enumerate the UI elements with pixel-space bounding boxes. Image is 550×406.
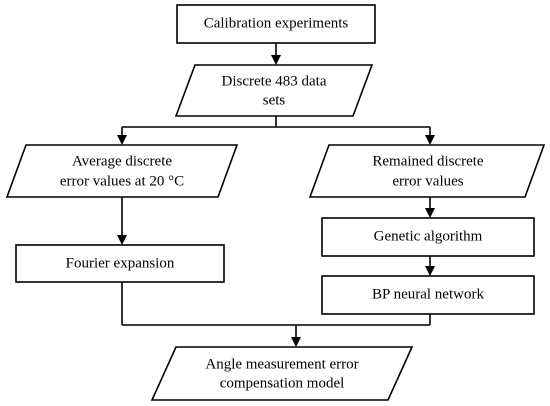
arrowhead-average — [117, 135, 127, 145]
compensation-model-label-line1: Angle measurement error — [205, 356, 358, 372]
bp-network-box — [321, 275, 535, 315]
remained-error-parallelogram — [308, 144, 546, 198]
discrete-data-label-line1: Discrete 483 data — [222, 73, 327, 89]
discrete-data-parallelogram — [174, 64, 374, 117]
node-discrete-data: Discrete 483 data sets — [174, 64, 374, 117]
node-remained-error: Remained discrete error values — [308, 144, 546, 198]
fourier-box — [15, 244, 225, 283]
node-average-error: Average discrete error values at 20 °C — [5, 144, 239, 198]
arrowhead-genetic — [425, 208, 435, 218]
genetic-box — [321, 217, 535, 257]
average-error-label-line1: Average discrete — [72, 153, 172, 169]
arrowhead-model — [291, 337, 301, 347]
calibration-label: Calibration experiments — [204, 15, 349, 31]
remained-error-label-line1: Remained discrete — [372, 153, 484, 169]
bp-network-label: BP neural network — [372, 286, 484, 302]
average-error-label-line2: error values at 20 °C — [60, 173, 184, 189]
arrowhead-remained — [425, 135, 435, 145]
node-fourier: Fourier expansion — [15, 244, 225, 283]
average-error-parallelogram — [5, 144, 239, 198]
arrowhead-bp — [425, 266, 435, 276]
connectors — [117, 43, 435, 347]
arrowhead-discrete — [271, 55, 281, 65]
discrete-data-label-line2: sets — [263, 92, 286, 108]
node-bp-network: BP neural network — [321, 275, 535, 315]
compensation-model-label-line2: compensation model — [220, 375, 345, 391]
genetic-label: Genetic algorithm — [374, 228, 483, 244]
compensation-model-parallelogram — [150, 346, 414, 401]
node-calibration: Calibration experiments — [176, 4, 376, 44]
remained-error-label-line2: error values — [392, 173, 463, 189]
node-genetic: Genetic algorithm — [321, 217, 535, 257]
fourier-label: Fourier expansion — [66, 255, 175, 271]
calibration-box — [176, 4, 376, 44]
node-compensation-model: Angle measurement error compensation mod… — [150, 346, 414, 401]
arrowhead-fourier — [117, 235, 127, 245]
